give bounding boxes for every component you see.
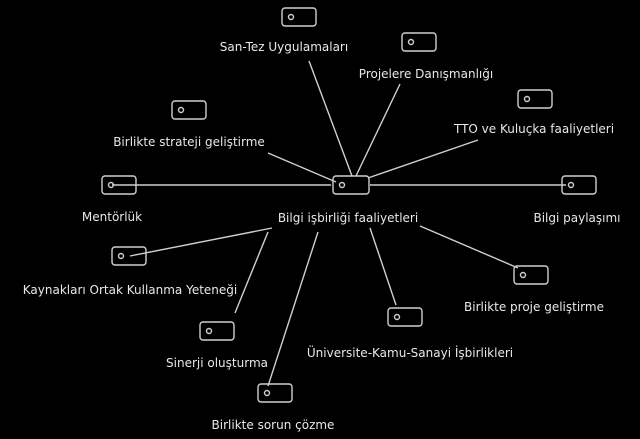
universite-node-icon (387, 307, 423, 327)
connector-sinerji (234, 231, 269, 314)
connector-kaynaklar (129, 227, 273, 257)
connector-san-tez (308, 60, 353, 177)
sinerji-node-icon (199, 321, 235, 341)
projelere-label: Projelere Danışmanlığı (358, 67, 494, 81)
center-label: Bilgi işbirliği faaliyetleri (277, 211, 419, 225)
connector-strateji (267, 152, 337, 183)
sorun-node-icon (257, 383, 293, 403)
tto-label: TTO ve Kuluçka faaliyetleri (453, 122, 615, 136)
sorun-label: Birlikte sorun çözme (211, 418, 335, 432)
connector-proje (419, 225, 519, 269)
mentorluk-node-icon (101, 175, 137, 195)
connector-sorun (267, 231, 319, 387)
proje-node-icon (513, 265, 549, 285)
paylasim-node-icon (561, 175, 597, 195)
san-tez-node-icon (281, 7, 317, 27)
center-node-icon (332, 175, 370, 195)
connector-projelere (355, 83, 401, 177)
sinerji-label: Sinerji oluşturma (166, 356, 268, 370)
connector-tto (367, 139, 479, 179)
mentorluk-label: Mentörlük (81, 210, 143, 224)
strateji-label: Birlikte strateji geliştirme (113, 135, 265, 149)
strateji-node-icon (171, 100, 207, 120)
universite-label: Üniversite-Kamu-Sanayi İşbirlikleri (306, 346, 514, 360)
kaynaklar-node-icon (111, 246, 147, 266)
proje-label: Birlikte proje geliştirme (464, 300, 604, 314)
tto-node-icon (517, 89, 553, 109)
projelere-node-icon (401, 32, 437, 52)
san-tez-label: San-Tez Uygulamaları (219, 40, 349, 54)
paylasim-label: Bilgi paylaşımı (533, 211, 621, 225)
connector-universite (369, 227, 397, 306)
kaynaklar-label: Kaynakları Ortak Kullanma Yeteneği (22, 283, 238, 297)
